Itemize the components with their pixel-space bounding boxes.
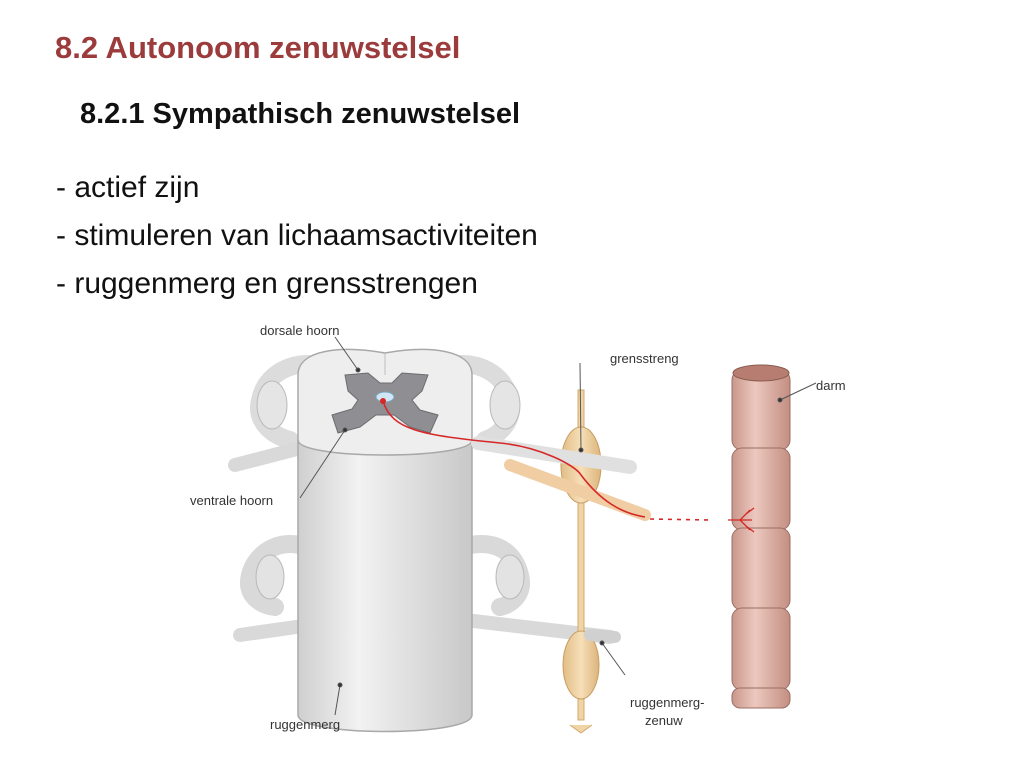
label-dorsale-hoorn: dorsale hoorn [260, 323, 340, 338]
label-ruggenmergzenuw-1: ruggenmerg- [630, 695, 704, 710]
label-ruggenmerg: ruggenmerg [270, 717, 340, 732]
bullet-item: - actief zijn [56, 168, 538, 216]
intestine [732, 365, 790, 708]
label-ruggenmergzenuw-2: zenuw [645, 713, 683, 728]
slide-subtitle: 8.2.1 Sympathisch zenuwstelsel [80, 98, 520, 131]
slide-title: 8.2 Autonoom zenuwstelsel [55, 30, 460, 66]
bullet-list: - actief zijn - stimuleren van lichaamsa… [56, 168, 538, 312]
label-grensstreng: grensstreng [610, 351, 679, 366]
bullet-item: - ruggenmerg en grensstrengen [56, 264, 538, 312]
bullet-item: - stimuleren van lichaamsactiviteiten [56, 216, 538, 264]
sympathetic-nervous-system-diagram: dorsale hoorn ventrale hoorn ruggenmerg … [180, 315, 880, 755]
label-ventrale-hoorn: ventrale hoorn [190, 493, 273, 508]
label-darm: darm [816, 378, 846, 393]
